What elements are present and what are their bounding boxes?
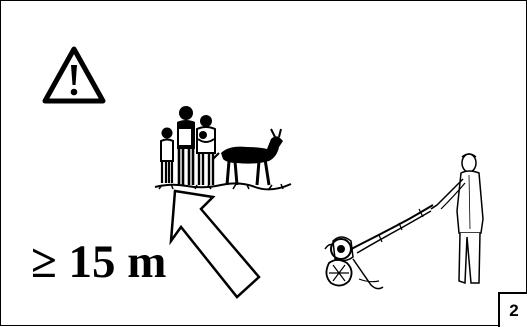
people-and-animal-icon	[151, 101, 301, 193]
distance-label: ≥ 15 m	[31, 239, 166, 286]
warning-triangle-icon	[41, 45, 107, 107]
operator-with-tiller-icon	[319, 149, 501, 299]
page-number-badge: 2	[498, 292, 527, 327]
arrow-icon	[169, 185, 267, 303]
